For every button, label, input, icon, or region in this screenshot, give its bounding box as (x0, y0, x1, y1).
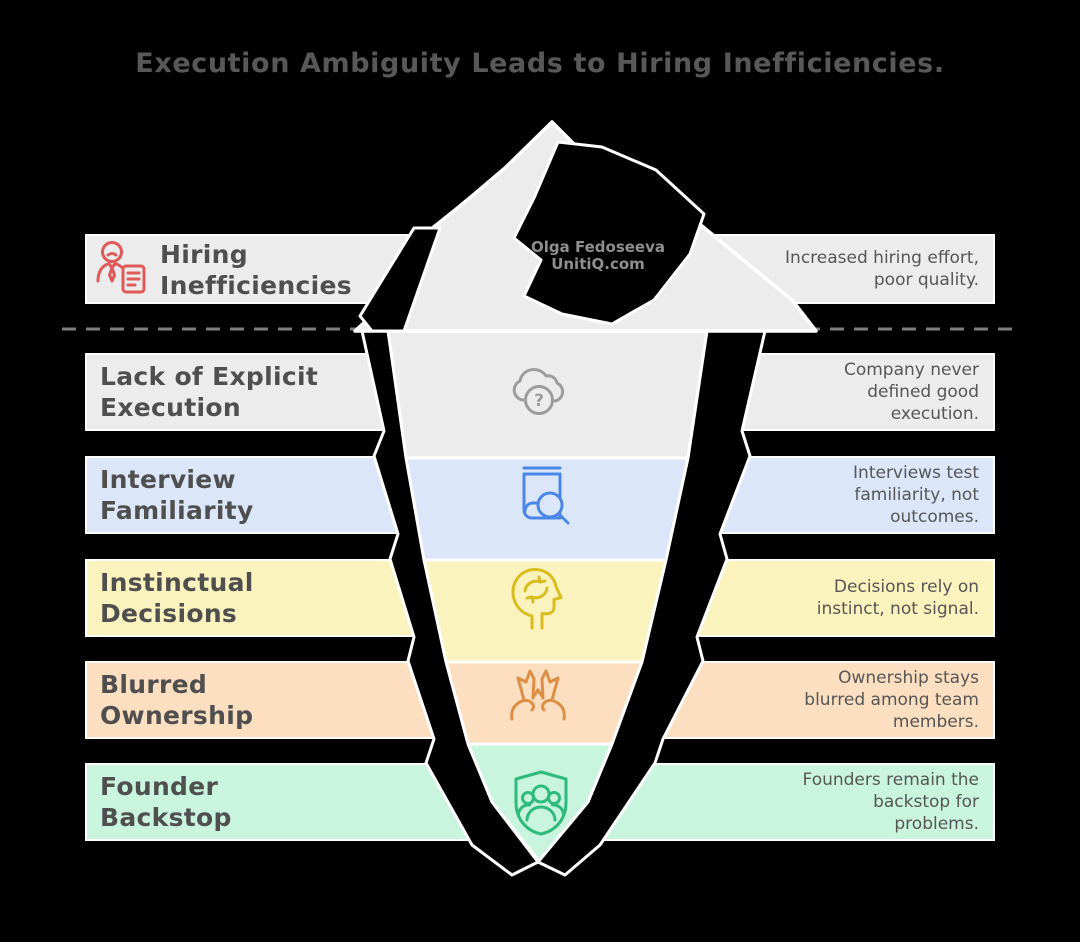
row-description-hiring-inefficiencies: Increased hiring effort, poor quality. (785, 248, 979, 291)
row-description-lack-of-explicit-execution: Company never defined good execution. (843, 360, 979, 425)
row-label-instinctual-decisions: Instinctual Decisions (100, 568, 254, 628)
row-description-interview-familiarity: Interviews test familiarity, not outcome… (853, 463, 979, 528)
row-label-interview-familiarity: Interview Familiarity (100, 465, 254, 525)
row-description-blurred-ownership: Ownership stays blurred among team membe… (804, 668, 979, 733)
row-label-founder-backstop: Founder Backstop (100, 772, 232, 832)
watermark-author: Olga Fedoseeva (530, 238, 665, 256)
row-label-hiring-inefficiencies: Hiring Inefficiencies (160, 240, 352, 300)
page-title: Execution Ambiguity Leads to Hiring Inef… (135, 48, 945, 79)
row-description-founder-backstop: Founders remain the backstop for problem… (802, 770, 979, 835)
watermark-site: UnitiQ.com (551, 254, 645, 273)
row-label-blurred-ownership: Blurred Ownership (100, 670, 254, 730)
watermark: Olga Fedoseeva UnitiQ.com (498, 239, 698, 272)
row-label-lack-of-explicit-execution: Lack of Explicit Execution (100, 362, 319, 422)
row-description-instinctual-decisions: Decisions rely on instinct, not signal. (816, 577, 979, 620)
